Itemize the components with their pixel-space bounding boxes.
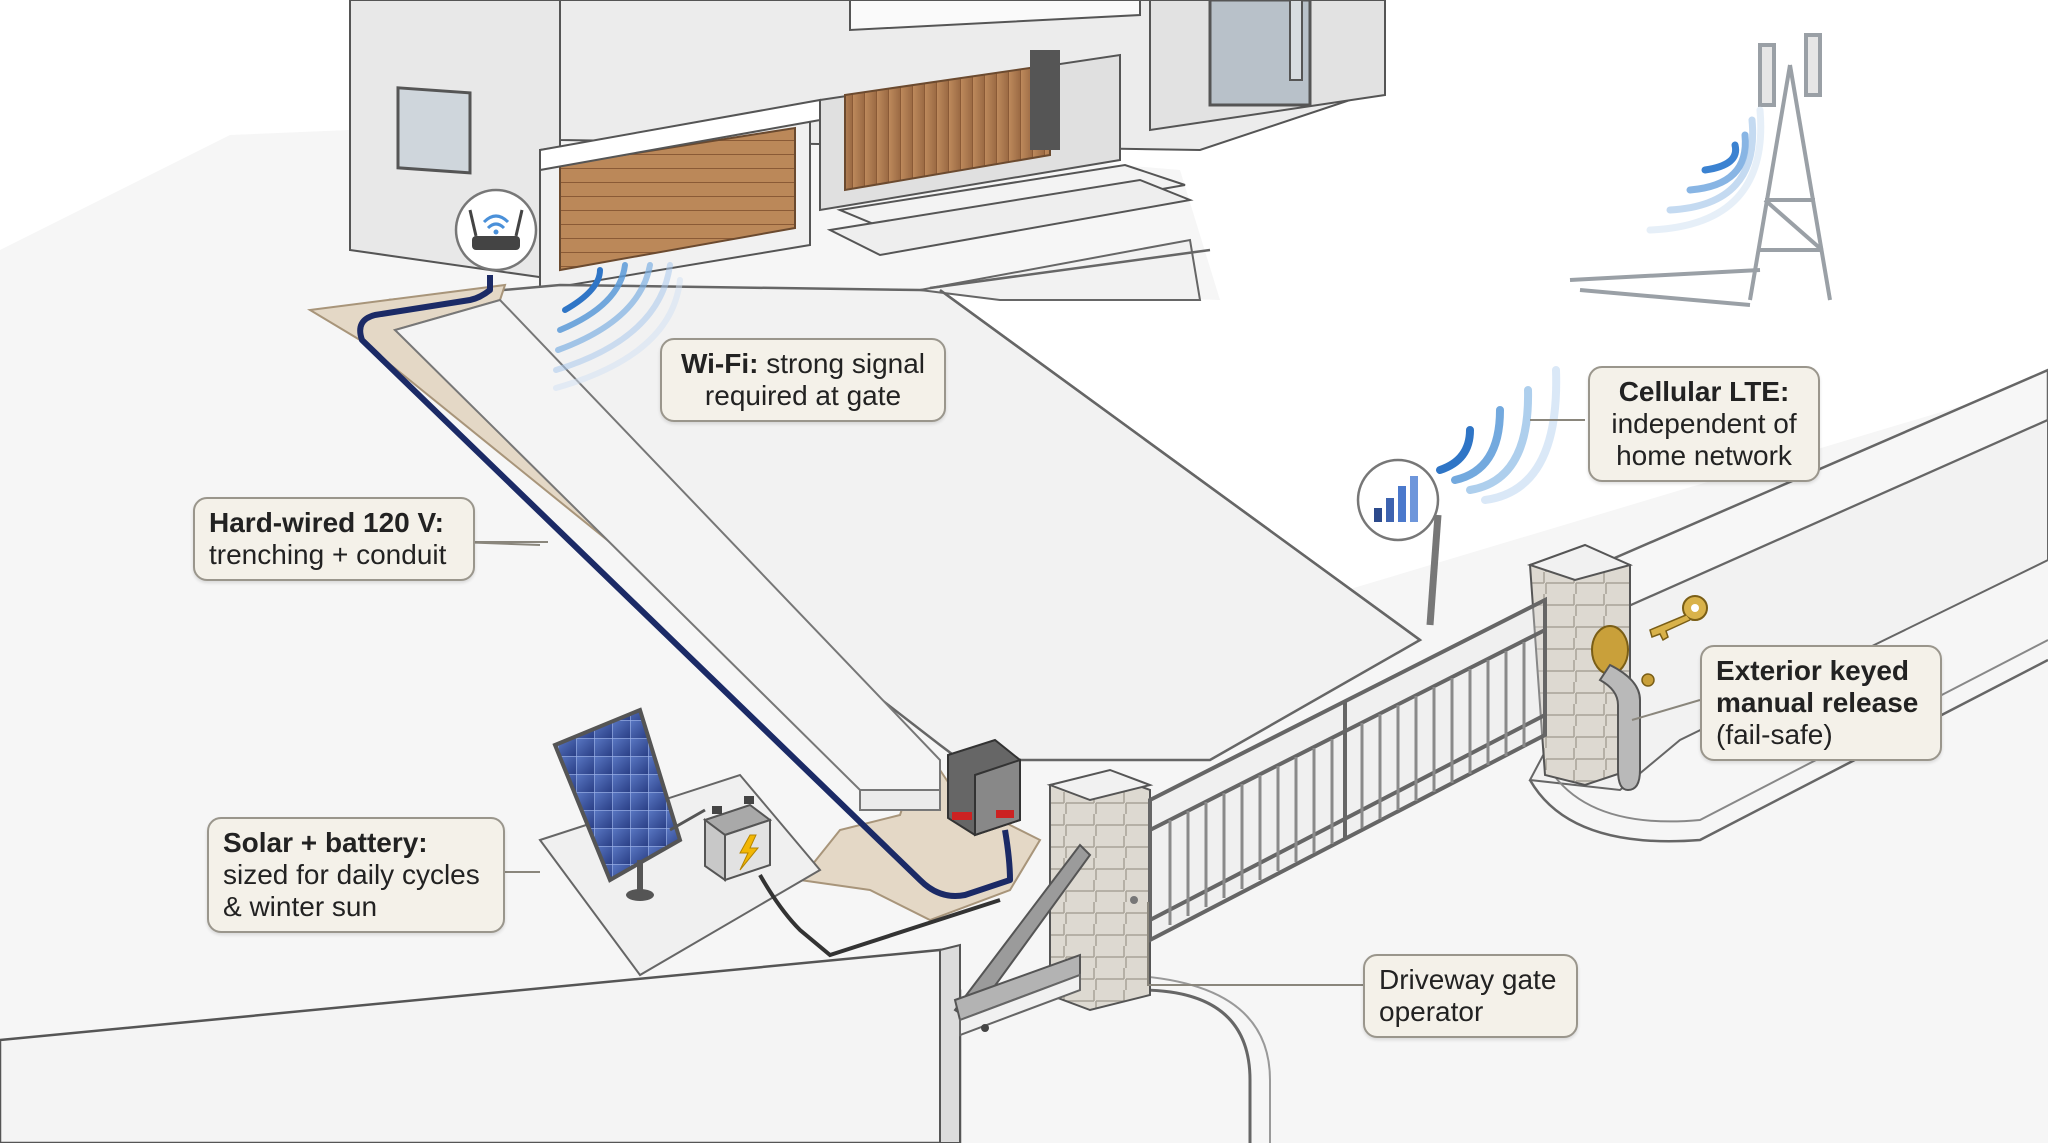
cellular-callout: Cellular LTE: independent of home networ… (1588, 366, 1820, 482)
wifi-callout-line2: required at gate (704, 380, 902, 411)
cellular-callout-title: Cellular LTE: (1618, 376, 1790, 407)
gate-operator-unit (947, 738, 1021, 837)
manual-release-lever (1591, 625, 1655, 792)
solar-callout-line2: sized for daily cycles (223, 859, 480, 890)
wifi-signal-waves (553, 262, 683, 391)
house (349, 0, 1386, 292)
battery (702, 796, 773, 882)
solar-panel (552, 707, 683, 883)
gate-pickets (1168, 642, 1526, 925)
solar-callout-line3: & winter sun (223, 891, 378, 922)
driveway-gate (953, 543, 1633, 1037)
hardwired-callout-line2: trenching + conduit (209, 539, 447, 570)
cell-tower-icon (1569, 33, 1832, 307)
solar-cable (758, 874, 1001, 958)
lightning-bolt-icon (739, 834, 760, 871)
hardwired-callout-title: Hard-wired 120 V: (209, 507, 444, 538)
operator-callout-line2: operator (1379, 996, 1484, 1027)
sidewalk-curve-inner (1119, 974, 1271, 1143)
garage-door (559, 126, 796, 272)
signal-bars-icon (1356, 458, 1442, 626)
solar-battery-station (538, 707, 1001, 977)
cable-trench (307, 283, 1042, 922)
leader-lines (457, 419, 1701, 986)
lte-signal-waves (1436, 366, 1561, 504)
keyed-callout-line1: Exterior keyed (1716, 655, 1909, 686)
cellular-callout-line2: independent of (1611, 408, 1797, 439)
front-door (1030, 50, 1060, 150)
boundary-wall-left (0, 943, 962, 1143)
solar-callout-title: Solar + battery: (223, 827, 428, 858)
cellular-callout-line3: home network (1616, 440, 1792, 471)
power-cable (357, 275, 1013, 899)
wifi-callout-title: Wi-Fi: (680, 348, 759, 379)
tower-signal-waves (1646, 106, 1765, 234)
keyed-release-callout: Exterior keyed manual release (fail-safe… (1700, 645, 1942, 761)
operator-callout-line1: Driveway gate (1379, 964, 1557, 995)
keyed-callout-line2: manual release (1716, 687, 1919, 718)
house-window-left (396, 86, 472, 175)
wifi-router-icon (454, 188, 538, 272)
solar-callout: Solar + battery: sized for daily cycles … (207, 817, 505, 933)
gate-operator-callout: Driveway gate operator (1363, 954, 1578, 1038)
key-icon (1649, 595, 1708, 642)
wood-entry-wall (844, 63, 1051, 192)
wifi-callout-line1: strong signal (758, 348, 926, 379)
keyed-callout-line3: (fail-safe) (1716, 719, 1833, 750)
sidewalk-curve (1139, 988, 1252, 1143)
hardwired-callout: Hard-wired 120 V: trenching + conduit (193, 497, 475, 581)
wifi-callout: Wi-Fi: strong signal required at gate (660, 338, 946, 422)
